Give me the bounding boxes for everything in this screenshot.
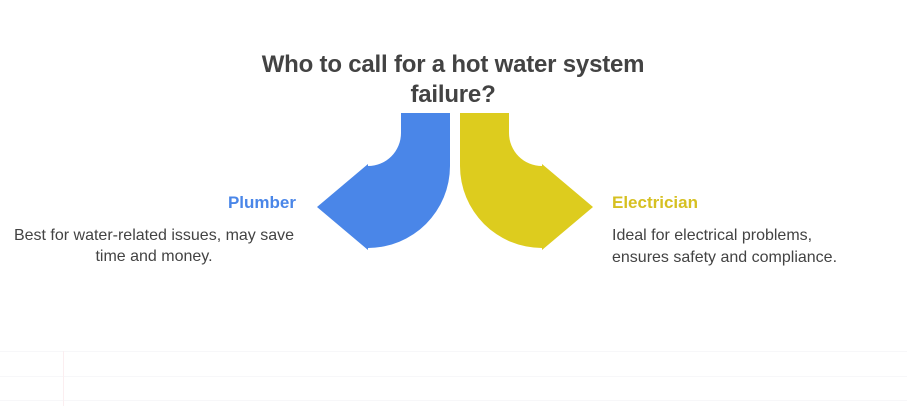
- branch-left-plumber: Plumber Best for water-related issues, m…: [10, 192, 298, 267]
- split-arrows-graphic: [310, 108, 600, 258]
- grid-line-horizontal: [0, 351, 907, 352]
- branch-left-label: Plumber: [227, 193, 296, 212]
- grid-line-horizontal: [0, 400, 907, 401]
- branch-right-electrician: Electrician Ideal for electrical problem…: [612, 192, 864, 269]
- background-grid: [0, 330, 907, 406]
- branch-left-description: Best for water-related issues, may save …: [13, 227, 295, 265]
- branch-right-description: Ideal for electrical problems, ensures s…: [612, 227, 838, 266]
- branch-right-label: Electrician: [612, 193, 698, 212]
- page-title: Who to call for a hot water system failu…: [261, 51, 645, 108]
- curved-arrow-left-icon: [317, 113, 450, 250]
- curved-arrow-right-icon: [460, 113, 593, 250]
- grid-line-horizontal: [0, 376, 907, 377]
- grid-line-vertical: [63, 351, 64, 406]
